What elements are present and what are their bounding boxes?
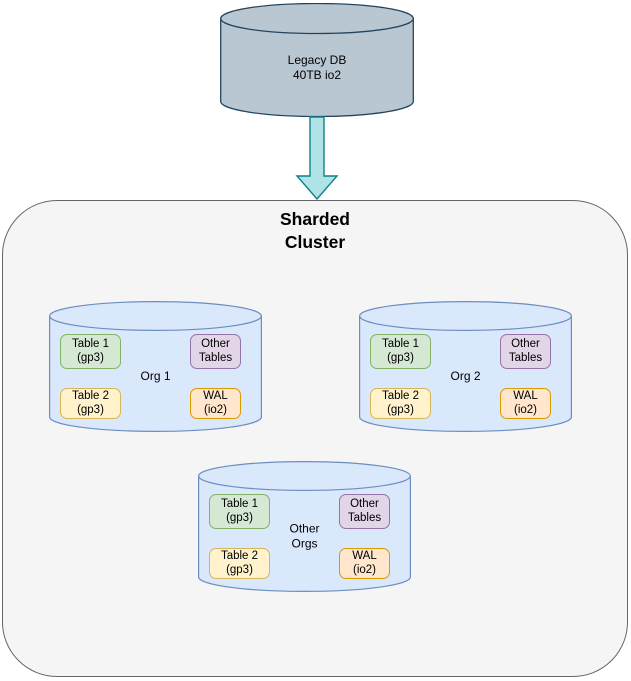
table2-gp3-box: Table 2 (gp3) <box>209 548 270 579</box>
other-tables-box: Other Tables <box>190 334 241 369</box>
table2-gp3-box: Table 2 (gp3) <box>370 388 431 419</box>
other-tables-label: Other Tables <box>347 498 382 524</box>
shard-org2-node: Table 1 (gp3) Other Tables Table 2 (gp3)… <box>359 301 572 432</box>
sharded-cluster-title: Sharded Cluster <box>279 209 351 252</box>
shard-org1-node: Table 1 (gp3) Other Tables Table 2 (gp3)… <box>49 301 262 432</box>
table2-gp3-box: Table 2 (gp3) <box>60 388 121 419</box>
sharded-cluster: Sharded Cluster Table 1 (gp3) Other Tabl… <box>2 200 628 677</box>
shard-other-orgs-node: Table 1 (gp3) Other Tables Table 2 (gp3)… <box>198 461 411 592</box>
table1-gp3-label: Table 1 (gp3) <box>220 498 259 524</box>
shard-org1-label: Org 1 <box>140 368 171 383</box>
wal-io2-box: WAL (io2) <box>190 388 241 419</box>
table2-gp3-label: Table 2 (gp3) <box>381 390 420 416</box>
database-cylinder-icon <box>220 3 414 117</box>
wal-io2-label: WAL (io2) <box>203 390 228 416</box>
table2-gp3-label: Table 2 (gp3) <box>220 550 259 576</box>
wal-io2-label: WAL (io2) <box>352 550 377 576</box>
other-tables-box: Other Tables <box>339 494 390 529</box>
shard-other-orgs-label: Other Orgs <box>289 521 320 551</box>
table1-gp3-box: Table 1 (gp3) <box>209 494 270 529</box>
wal-io2-box: WAL (io2) <box>500 388 551 419</box>
other-tables-label: Other Tables <box>508 338 543 364</box>
table1-gp3-box: Table 1 (gp3) <box>60 334 121 369</box>
table1-gp3-label: Table 1 (gp3) <box>381 338 420 364</box>
legacy-db-label: Legacy DB 40TB io2 <box>287 53 347 82</box>
table2-gp3-label: Table 2 (gp3) <box>71 390 110 416</box>
wal-io2-box: WAL (io2) <box>339 548 390 579</box>
wal-io2-label: WAL (io2) <box>513 390 538 416</box>
table1-gp3-box: Table 1 (gp3) <box>370 334 431 369</box>
table1-gp3-label: Table 1 (gp3) <box>71 338 110 364</box>
legacy-db-node: Legacy DB 40TB io2 <box>220 3 414 117</box>
shard-org2-label: Org 2 <box>450 368 481 383</box>
down-arrow-icon <box>295 116 339 200</box>
other-tables-box: Other Tables <box>500 334 551 369</box>
other-tables-label: Other Tables <box>198 338 233 364</box>
